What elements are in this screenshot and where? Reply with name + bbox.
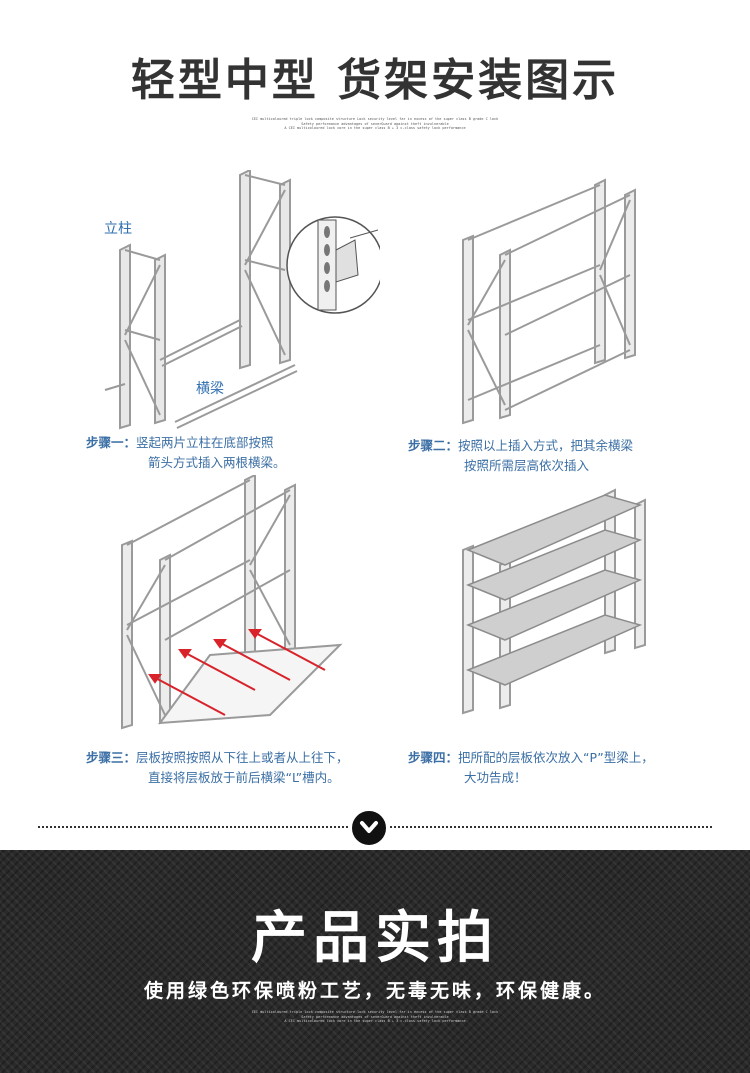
step-head: 步骤四： (408, 750, 459, 765)
step-line: 按照所需层高依次插入 (464, 458, 590, 473)
step-line: 直接将层板放于前后横梁“L”槽内。 (148, 770, 340, 785)
beam-label: 横梁 (196, 381, 224, 397)
chevron-down-icon (360, 821, 378, 833)
step1-illustration (104, 170, 380, 430)
step-line: 竖起两片立柱在底部按照 (136, 435, 274, 450)
step4-caption: 步骤四：把所配的层板依次放入“P”型梁上， 大功告成！ (408, 748, 654, 788)
step4-illustration (462, 488, 646, 715)
installation-diagram: 立柱 横梁 (80, 170, 705, 800)
step-head: 步骤一： (86, 435, 137, 450)
step-line: 箭头方式插入两根横梁。 (148, 455, 286, 470)
micro-line: CEI multicoloured triple lock composite … (251, 1010, 499, 1014)
step2-illustration (462, 178, 636, 425)
step-line: 大功告成！ (464, 770, 527, 785)
step-line: 层板按照按照从下往上或者从上往下， (136, 750, 349, 765)
micro-line: CEI multicoloured triple lock composite … (251, 117, 499, 121)
step3-caption: 步骤三：层板按照按照从下往上或者从上往下， 直接将层板放于前后横梁“L”槽内。 (86, 748, 349, 788)
micro-line: Safety performance advantages of severGu… (301, 1014, 449, 1019)
page-title: 轻型中型 货架安装图示 (130, 55, 620, 106)
step-head: 步骤三： (86, 750, 137, 765)
step3-illustration (121, 475, 343, 730)
header-microtext: CEI multicoloured triple lock composite … (0, 117, 750, 131)
micro-line: A CEI multicoloured lock core in the sup… (284, 126, 466, 130)
upright-label: 立柱 (104, 221, 132, 237)
micro-line: Safety performance advantages of severGu… (301, 121, 449, 126)
section-title: 产品实拍 (251, 906, 499, 971)
micro-line: A CEI multicoloured lock core in the sup… (284, 1019, 466, 1023)
step-line: 按照以上插入方式，把其余横梁 (458, 438, 634, 453)
installation-section: 轻型中型 货架安装图示 CEI multicoloured triple loc… (0, 55, 750, 848)
step-head: 步骤二： (408, 438, 459, 453)
step1-caption: 步骤一：竖起两片立柱在底部按照 箭头方式插入两根横梁。 (86, 433, 286, 473)
section-subtitle: 使用绿色环保喷粉工艺，无毒无味，环保健康。 (143, 980, 606, 1002)
scroll-down-button[interactable] (349, 808, 389, 848)
step2-caption: 步骤二：按照以上插入方式，把其余横梁 按照所需层高依次插入 (408, 436, 633, 476)
product-photo-section (0, 850, 750, 1073)
footer-microtext: CEI multicoloured triple lock composite … (0, 1010, 750, 1024)
step-line: 把所配的层板依次放入“P”型梁上， (458, 750, 654, 765)
